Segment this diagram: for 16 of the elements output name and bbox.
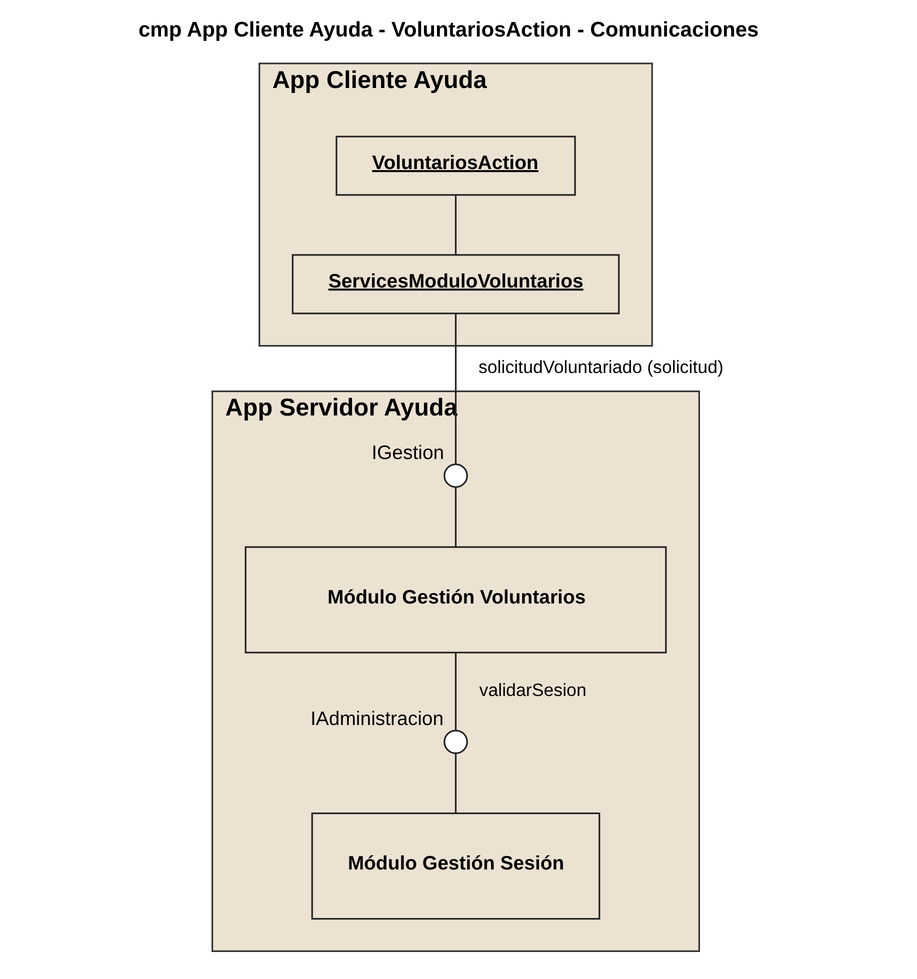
node-box: Módulo Gestión Voluntarios	[244, 546, 666, 654]
node-label: IGestion	[371, 442, 444, 464]
connector	[454, 753, 456, 813]
node-label: IAdministracion	[310, 708, 444, 730]
node-box: VoluntariosAction	[335, 136, 576, 196]
connector	[454, 314, 456, 464]
connector	[454, 487, 456, 547]
node-circle	[443, 464, 468, 488]
connector	[454, 195, 456, 255]
node-box: Módulo Gestión Sesión	[310, 812, 600, 920]
diagram-title: cmp App Cliente Ayuda - VoluntariosAction - Comunicaciones	[138, 18, 758, 42]
edge-label: solicitudVoluntariado (solicitud)	[478, 357, 723, 378]
connector	[454, 653, 456, 730]
edge-label: validarSesion	[478, 680, 586, 700]
node-box: ServicesModuloVoluntarios	[291, 254, 620, 314]
node-circle	[443, 730, 468, 754]
